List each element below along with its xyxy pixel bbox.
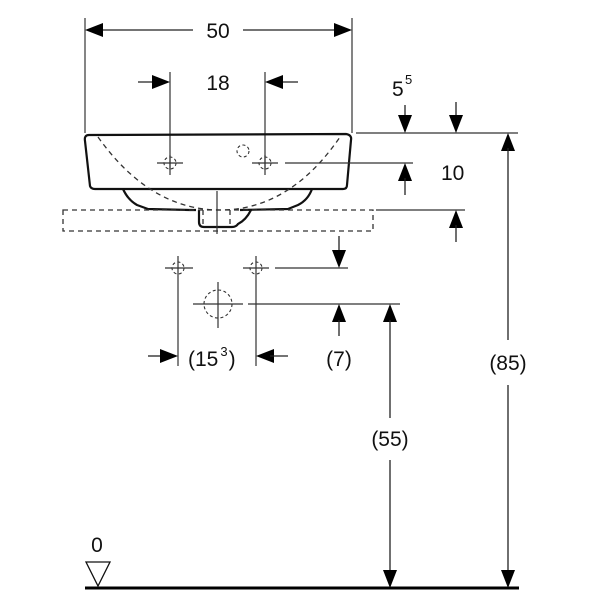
- rim-offset-label: 5: [392, 78, 404, 101]
- basin-body: [83, 132, 353, 191]
- supply-spacing-arrow-left: [160, 349, 178, 363]
- floor-level: 0: [84, 534, 519, 590]
- basin-bowl-hidden: [97, 136, 341, 211]
- overflow-hole: [236, 144, 250, 158]
- basin-drain-outlet: [197, 209, 252, 229]
- rim-offset-dimension: 5 5: [356, 72, 518, 134]
- width-arrow-right: [334, 23, 352, 37]
- mounting-rail-hidden: [62, 209, 374, 232]
- drain-offset-label: (7): [326, 348, 352, 371]
- tap-hole-marker-right: [252, 155, 278, 175]
- width-arrow-left: [85, 23, 103, 37]
- washbasin-outline: [83, 132, 353, 234]
- tap-depth-label: 10: [441, 162, 464, 185]
- tap-spacing-label: 18: [206, 72, 229, 95]
- tap-depth-dimension: 10: [285, 162, 464, 195]
- drain-offset-dimension: (7): [326, 236, 352, 371]
- rim-height-dimension: (85): [489, 133, 527, 588]
- tap-hole-spacing-dimension: 18: [138, 72, 298, 170]
- supply-spacing-value: (15: [188, 348, 218, 371]
- drain-offset-arrow-bottom: [332, 304, 346, 322]
- width-label: 50: [206, 20, 229, 43]
- floor-level-label: 0: [91, 534, 103, 557]
- rim-arrow-left: [398, 115, 412, 133]
- rim-height-arrow-bottom: [501, 570, 515, 588]
- drain-height-label: (55): [371, 428, 408, 451]
- rim-offset-superscript: 5: [405, 72, 412, 87]
- drain-height-arrow-top: [383, 304, 397, 322]
- supply-connection-right: [243, 256, 348, 366]
- supply-connection-left: [165, 256, 193, 366]
- drain-offset-arrow-top: [332, 250, 346, 268]
- width-dimension: 50: [84, 18, 353, 133]
- rail-reference: [376, 209, 465, 242]
- drain-height-dimension: (55): [371, 304, 409, 588]
- tap-arrow-right: [265, 75, 283, 89]
- rim-height-label: (85): [489, 352, 526, 375]
- rail-arrow: [449, 210, 463, 228]
- rim-height-arrow-top: [501, 133, 515, 151]
- drain-height-arrow-bottom: [383, 570, 397, 588]
- level-marker-icon: [84, 561, 112, 588]
- supply-spacing-close-paren: ): [229, 348, 236, 371]
- tap-arrow-left: [152, 75, 170, 89]
- basin-underside-left: [121, 188, 196, 212]
- tap-hole-marker-left: [157, 155, 183, 175]
- basin-underside-right: [239, 188, 314, 212]
- rim-arrow-right: [449, 115, 463, 133]
- supply-spacing-superscript: 3: [220, 344, 227, 359]
- drain-connection: [193, 282, 400, 328]
- tap-depth-arrow: [398, 163, 412, 181]
- supply-spacing-arrow-right: [256, 349, 274, 363]
